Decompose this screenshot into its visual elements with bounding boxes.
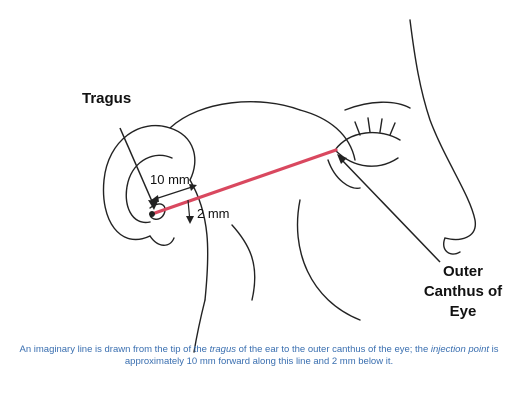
- hair-stroke: [170, 102, 300, 128]
- below-distance-label: 2 mm: [197, 206, 230, 221]
- ear-lobe: [150, 236, 174, 245]
- face-contour: [298, 200, 361, 320]
- forward-arrow: [152, 186, 195, 200]
- outer-canthus-label: Outer Canthus of Eye: [418, 262, 508, 322]
- cheek-line: [232, 225, 255, 300]
- caption-part-2: of the ear to the outer canthus of the e…: [236, 344, 431, 355]
- tragus-pointer: [120, 128, 154, 206]
- injection-point: [149, 211, 155, 217]
- caption-tragus: tragus: [210, 344, 236, 355]
- forward-distance-label: 10 mm: [150, 172, 190, 187]
- caption-injection: injection point: [431, 344, 489, 355]
- figure-caption: An imaginary line is drawn from the tip …: [6, 344, 512, 368]
- canthus-line-3: Eye: [418, 302, 508, 322]
- caption-part-1: An imaginary line is drawn from the tip …: [20, 344, 210, 355]
- canthus-line-1: Outer: [418, 262, 508, 282]
- nostril: [444, 238, 460, 254]
- canthus-line-2: Canthus of: [418, 282, 508, 302]
- canthus-pointer: [340, 158, 440, 262]
- brow: [345, 102, 410, 110]
- tragus-label: Tragus: [82, 90, 131, 107]
- nose: [410, 20, 475, 239]
- below-arrowhead: [186, 216, 194, 224]
